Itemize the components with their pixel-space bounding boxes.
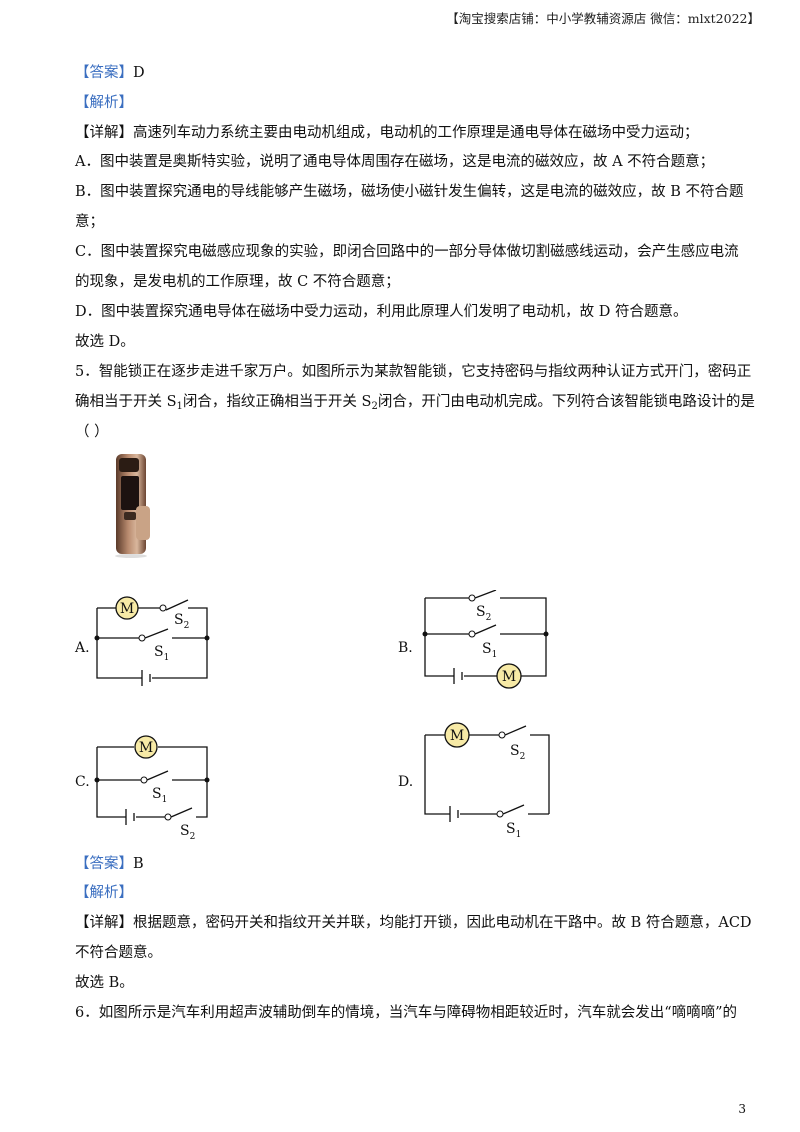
motor-label: M xyxy=(450,728,464,744)
detail-line-cont: 不符合题意。 xyxy=(75,945,162,961)
option-b-label: B. xyxy=(398,640,413,656)
switch-s1-label: S1 xyxy=(152,786,167,805)
switch-s1-label: S1 xyxy=(154,644,169,663)
choose-line: 故选 D。 xyxy=(75,334,135,350)
option-c-explanation-cont: 的现象，是发电机的工作原理，故 C 不符合题意； xyxy=(75,274,400,290)
option-c-label: C. xyxy=(75,774,90,790)
option-a-explanation: A．图中装置是奥斯特实验，说明了通电导体周围存在磁场，这是电流的磁效应，故 A … xyxy=(75,154,715,170)
switch-s2-label: S2 xyxy=(510,743,525,762)
switch-s1-label: S1 xyxy=(506,821,521,840)
answer-label: 【答案】 xyxy=(75,856,133,872)
motor-label: M xyxy=(120,601,134,617)
motor-label: M xyxy=(139,740,153,756)
analysis-label: 【解析】 xyxy=(75,95,133,111)
detail-line: 【详解】高速列车动力系统主要由电动机组成，电动机的工作原理是通电导体在磁场中受力… xyxy=(75,122,699,144)
detail-text: 根据题意，密码开关和指纹开关并联，均能打开锁，因此电动机在干路中。故 B 符合题… xyxy=(133,915,752,931)
question-5-line-2: 确相当于开关 S1闭合，指纹正确相当于开关 S2闭合，开门由电动机完成。下列符合… xyxy=(75,394,755,412)
answer-label: 【答案】 xyxy=(75,65,133,81)
option-b-explanation-cont: 意； xyxy=(75,214,104,230)
choose-line: 故选 B。 xyxy=(75,975,134,991)
smart-lock-image xyxy=(115,454,150,558)
page-number: 3 xyxy=(738,1102,746,1116)
circuit-b-diagram: M S2 S1 xyxy=(422,590,549,689)
detail-label: 【详解】 xyxy=(75,915,133,931)
circuit-d-diagram: M S2 S1 xyxy=(424,722,550,840)
answer-value: D xyxy=(133,65,145,81)
question-5-line-1: 5．智能锁正在逐步走进千家万户。如图所示为某款智能锁，它支持密码与指纹两种认证方… xyxy=(75,364,752,380)
answer-line: 【答案】B xyxy=(75,853,144,875)
switch-s1-label: S1 xyxy=(482,641,497,660)
option-d-label: D. xyxy=(398,774,414,790)
motor-label: M xyxy=(502,669,516,685)
option-c-explanation: C．图中装置探究电磁感应现象的实验，即闭合回路中的一部分导体做切割磁感线运动，会… xyxy=(75,244,739,260)
option-d-explanation: D．图中装置探究通电导体在磁场中受力运动，利用此原理人们发明了电动机，故 D 符… xyxy=(75,304,688,320)
circuit-c-diagram: M S1 S2 xyxy=(94,735,210,842)
switch-s2-label: S2 xyxy=(174,612,189,631)
page-header: 【淘宝搜索店铺：中小学教辅资源店 微信：mlxt2022】 xyxy=(446,11,760,26)
circuit-a-diagram: M S2 S1 xyxy=(94,596,210,686)
answer-line: 【答案】D xyxy=(75,62,145,84)
answer-value: B xyxy=(133,856,144,872)
detail-label: 【详解】 xyxy=(75,125,133,141)
option-a-label: A. xyxy=(75,640,90,656)
question-6-line-1: 6．如图所示是汽车利用超声波辅助倒车的情境，当汽车与障碍物相距较近时，汽车就会发… xyxy=(75,1005,738,1021)
option-b-explanation: B．图中装置探究通电的导线能够产生磁场，磁场使小磁针发生偏转，这是电流的磁效应，… xyxy=(75,184,744,200)
analysis-label: 【解析】 xyxy=(75,885,133,901)
question-5-blank: （ ） xyxy=(75,424,109,440)
detail-line: 【详解】根据题意，密码开关和指纹开关并联，均能打开锁，因此电动机在干路中。故 B… xyxy=(75,912,752,934)
detail-text: 高速列车动力系统主要由电动机组成，电动机的工作原理是通电导体在磁场中受力运动； xyxy=(133,125,699,141)
switch-s2-label: S2 xyxy=(476,604,491,623)
switch-s2-label: S2 xyxy=(180,823,195,842)
